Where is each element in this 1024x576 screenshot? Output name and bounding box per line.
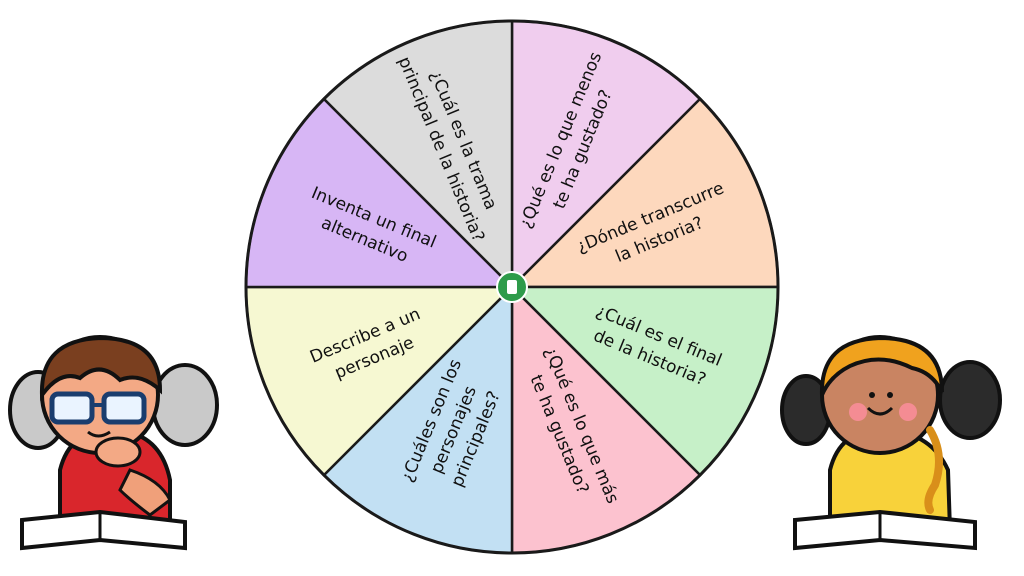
boy-hand xyxy=(94,436,142,468)
boy-glasses-left-lens xyxy=(49,391,95,425)
girl-cheek-right xyxy=(899,403,917,421)
boy-wing-right xyxy=(151,363,219,447)
girl-smile xyxy=(866,406,894,416)
boy-book xyxy=(20,509,187,551)
wheel-rim xyxy=(244,19,780,555)
boy-reading-illustration xyxy=(8,335,219,551)
girl-wing-right xyxy=(938,360,1002,440)
hub-logo-icon xyxy=(507,280,517,294)
boy-smile xyxy=(87,430,111,438)
boy-glasses-right-lens xyxy=(101,391,147,425)
girl-eye-left xyxy=(869,392,875,398)
question-wheel[interactable]: ¿Qué es lo que menoste ha gustado?¿Dónde… xyxy=(244,19,780,555)
girl-braid xyxy=(924,426,943,514)
boy-hair xyxy=(39,335,163,401)
girl-eye-right xyxy=(887,392,893,398)
girl-book xyxy=(793,509,977,551)
girl-reading-illustration xyxy=(780,335,1002,551)
girl-hair xyxy=(819,335,944,396)
girl-cheek-left xyxy=(849,403,867,421)
boy-arm xyxy=(118,468,172,517)
